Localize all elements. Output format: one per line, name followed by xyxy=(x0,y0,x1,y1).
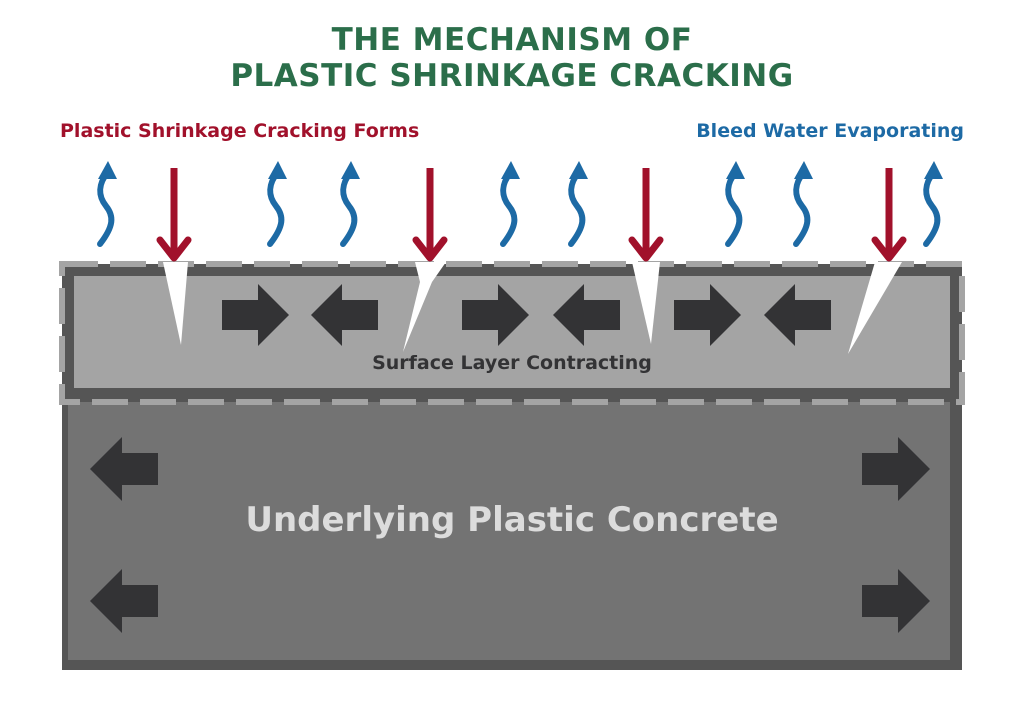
crack-3 xyxy=(632,262,660,344)
evaporation-arrow-icon xyxy=(340,161,360,247)
title-line-1: THE MECHANISM OF xyxy=(331,22,693,58)
down-arrow-icon xyxy=(871,168,907,262)
down-arrow-icon xyxy=(156,168,192,262)
crack-4 xyxy=(848,262,902,354)
surface-layer xyxy=(59,261,965,405)
arrow-right-icon xyxy=(674,284,741,346)
evaporation-arrows xyxy=(97,161,943,247)
evaporation-arrow-icon xyxy=(267,161,287,247)
evaporation-arrow-icon xyxy=(793,161,813,247)
arrow-left-icon xyxy=(90,437,158,501)
down-arrow-icon xyxy=(412,168,448,262)
arrow-right-icon xyxy=(462,284,529,346)
cracking-forms-label: Plastic Shrinkage Cracking Forms xyxy=(60,120,420,142)
arrow-right-icon xyxy=(222,284,289,346)
evaporation-arrow-icon xyxy=(923,161,943,247)
crack-arrows xyxy=(156,168,907,262)
arrow-right-icon xyxy=(862,569,930,633)
down-arrow-icon xyxy=(628,168,664,262)
evaporation-arrow-icon xyxy=(725,161,745,247)
underlying-expansion-arrows xyxy=(90,437,930,633)
crack-2 xyxy=(403,262,446,352)
arrow-left-icon xyxy=(553,284,620,346)
evaporation-arrow-icon xyxy=(97,161,117,247)
evaporation-arrow-icon xyxy=(500,161,520,247)
title-line-2: PLASTIC SHRINKAGE CRACKING xyxy=(230,58,794,94)
arrow-left-icon xyxy=(311,284,378,346)
surface-layer-label: Surface Layer Contracting xyxy=(372,352,652,374)
arrow-right-icon xyxy=(862,437,930,501)
bleed-water-label: Bleed Water Evaporating xyxy=(696,120,964,142)
underlying-fill xyxy=(68,402,950,660)
arrow-left-icon xyxy=(764,284,831,346)
underlying-layer xyxy=(62,398,962,670)
cracks xyxy=(163,262,902,354)
surface-contraction-arrows xyxy=(222,284,831,346)
arrow-left-icon xyxy=(90,569,158,633)
evaporation-arrow-icon xyxy=(568,161,588,247)
crack-1 xyxy=(163,262,188,345)
underlying-concrete-label: Underlying Plastic Concrete xyxy=(245,500,779,540)
surface-dash-gaps xyxy=(59,261,965,405)
